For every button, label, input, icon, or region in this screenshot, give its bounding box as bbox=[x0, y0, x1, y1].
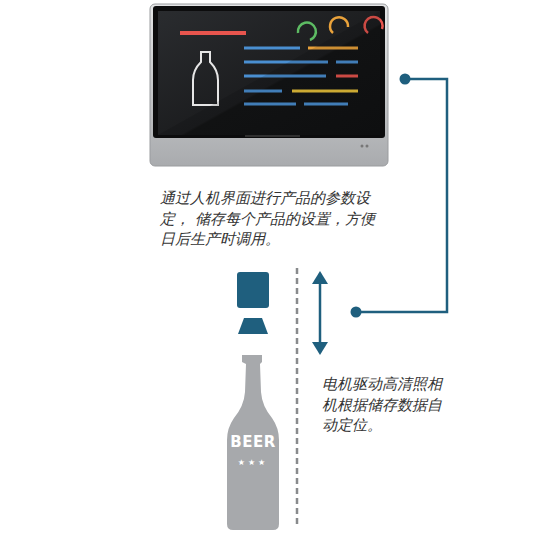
monitor bbox=[150, 4, 388, 166]
bottle-stars: ★★★ bbox=[227, 458, 279, 467]
caption-note: 通过人机界面进行产品的参数设定， 储存每个产品的设置，方便日后生产时调用。 bbox=[160, 188, 386, 250]
motion-note: 电机驱动高清照相机根据储存数据自动定位。 bbox=[322, 374, 448, 436]
dashed-guide bbox=[296, 268, 299, 528]
camera bbox=[237, 272, 269, 334]
double-arrow bbox=[312, 271, 328, 355]
bottle-label: BEER bbox=[227, 433, 279, 451]
beer-bottle bbox=[227, 355, 279, 530]
